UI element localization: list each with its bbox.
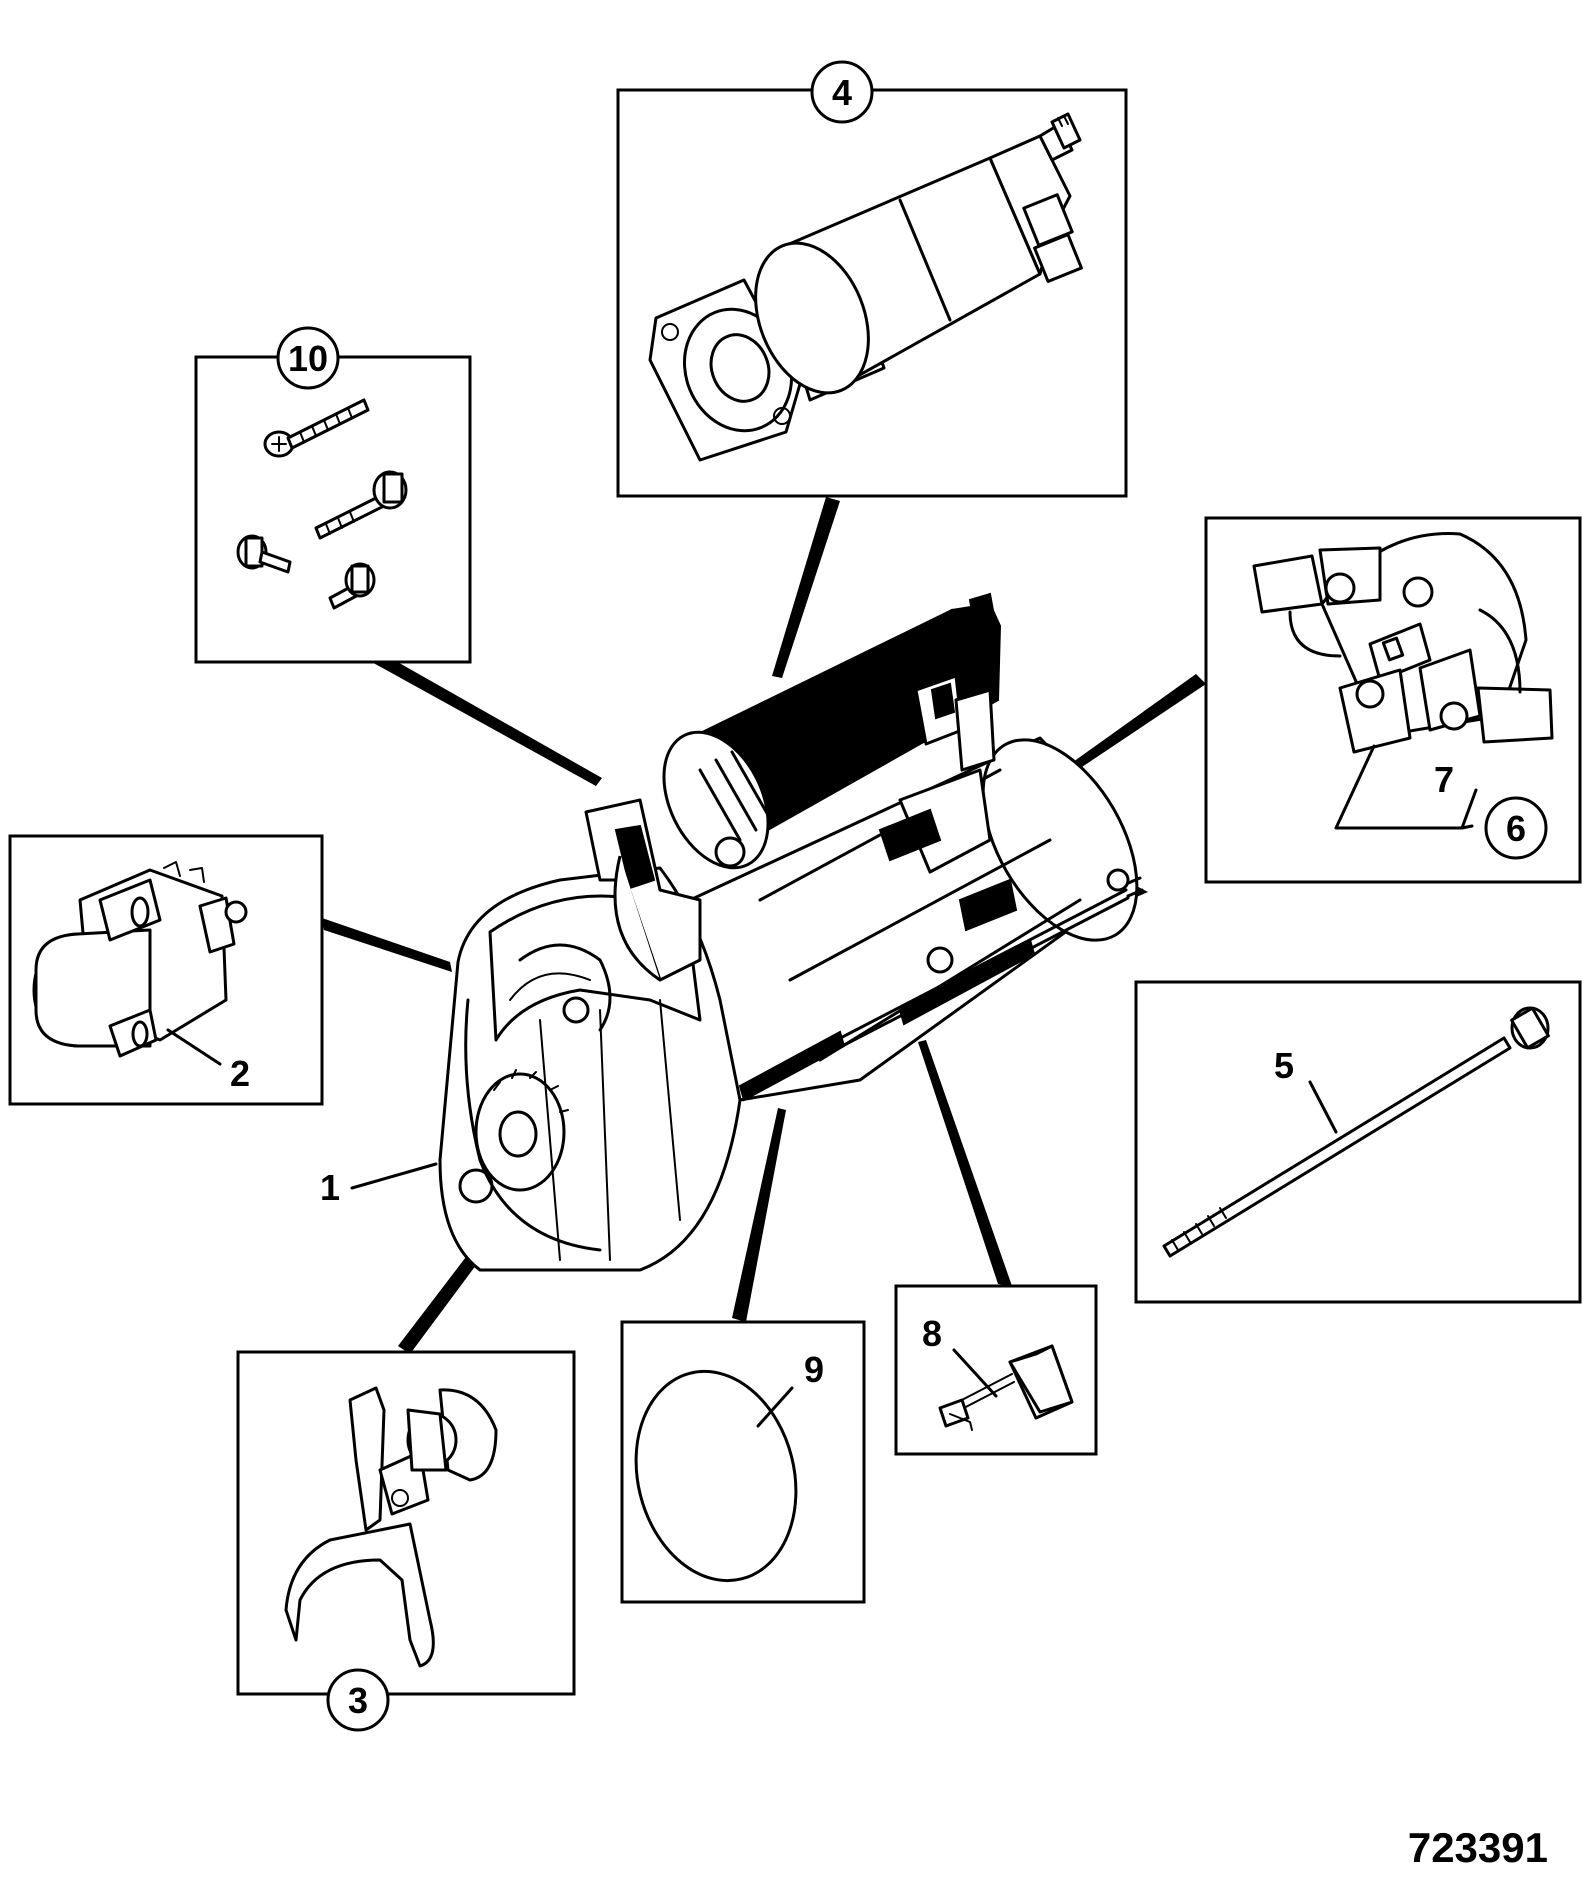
callout-label-3: 3	[348, 1680, 368, 1721]
part-box-4	[616, 88, 1128, 498]
o-ring-illustration	[634, 1369, 798, 1583]
drive-lever-illustration	[284, 1386, 498, 1668]
callout-label-5: 5	[1274, 1045, 1294, 1086]
leader-8	[918, 1040, 1012, 1286]
part-box-9	[620, 1320, 866, 1604]
callout-label-9: 9	[804, 1349, 824, 1390]
callout-label-2: 2	[230, 1053, 250, 1094]
screws-illustration	[236, 398, 408, 610]
callout-3: 3	[326, 1668, 390, 1732]
callout-6: 6	[1484, 796, 1548, 860]
part-box-3	[236, 1350, 576, 1696]
starter-motor-assembly	[438, 592, 1144, 1272]
part-box-2	[8, 834, 324, 1106]
callout-label-8: 8	[922, 1313, 942, 1354]
leader-line-9	[756, 1386, 794, 1428]
leader-line-2	[166, 1028, 222, 1066]
callout-10: 10	[276, 326, 340, 390]
part-box-5	[1134, 980, 1582, 1304]
brush-illustration	[938, 1344, 1074, 1431]
solenoid-illustration	[648, 112, 1083, 462]
leader-line-6-7	[1334, 744, 1478, 830]
leader-4	[772, 497, 840, 678]
part-box-10	[194, 355, 472, 664]
through-bolt-illustration	[1162, 1006, 1550, 1258]
leader-line-8	[952, 1348, 998, 1398]
diagram-reference-number: 723391	[1408, 1824, 1548, 1871]
callout-label-1: 1	[320, 1167, 340, 1208]
leader-line-1	[350, 1162, 438, 1190]
end-cover-illustration	[32, 861, 248, 1058]
callout-label-4: 4	[832, 72, 852, 113]
leader-9	[732, 1108, 786, 1322]
brush-holder-illustration	[1252, 532, 1554, 830]
callout-label-6: 6	[1506, 808, 1526, 849]
leader-10	[368, 652, 602, 786]
callout-4: 4	[810, 60, 874, 124]
leader-2	[322, 918, 452, 972]
leader-6-7	[1066, 674, 1206, 775]
leader-line-5	[1308, 1080, 1338, 1134]
part-box-8	[894, 1284, 1098, 1456]
part-box-6-7	[1204, 516, 1582, 884]
callout-label-10: 10	[288, 338, 328, 379]
callout-label-7: 7	[1434, 759, 1454, 800]
